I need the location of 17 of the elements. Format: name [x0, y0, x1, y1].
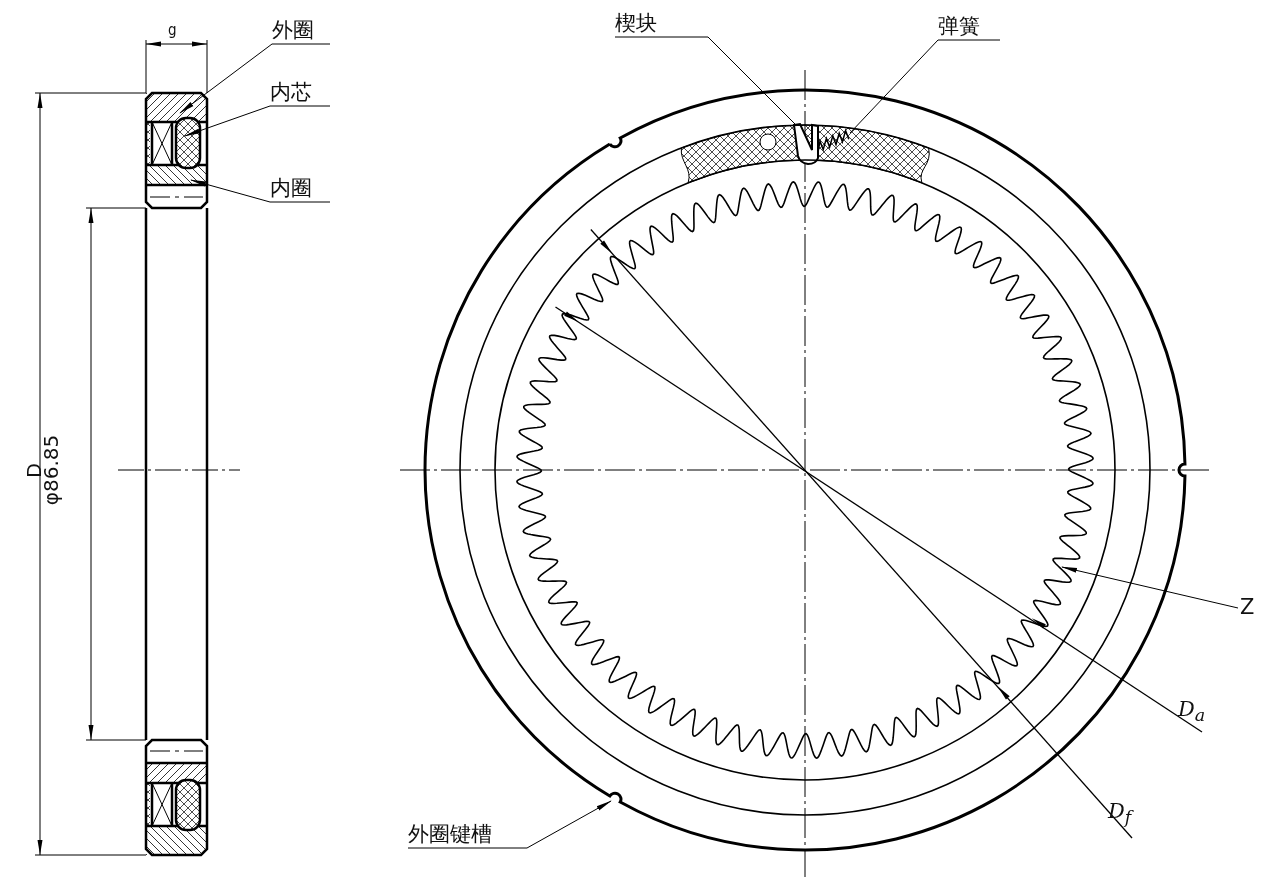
leader-line [190, 179, 331, 203]
dimension-symbol: D$_{f}$ [1108, 800, 1132, 828]
part-label: 外圈 [272, 18, 330, 44]
part-label: 弹簧 [938, 14, 1000, 40]
part-label: Z [1240, 595, 1262, 621]
leader-line [1061, 566, 1239, 609]
part-label: 楔块 [615, 11, 708, 37]
part-label: 内芯 [270, 80, 330, 106]
leader-line [184, 105, 331, 137]
leader-line [407, 800, 612, 849]
dimension-text: g [168, 22, 177, 39]
part-label: 外圈键槽 [408, 822, 527, 848]
leader-line [849, 39, 1001, 134]
leader-line [179, 43, 331, 114]
dimension-symbol: D$_{a}$ [1178, 698, 1206, 726]
part-label: 内圈 [270, 176, 330, 202]
leader-line [614, 36, 796, 125]
